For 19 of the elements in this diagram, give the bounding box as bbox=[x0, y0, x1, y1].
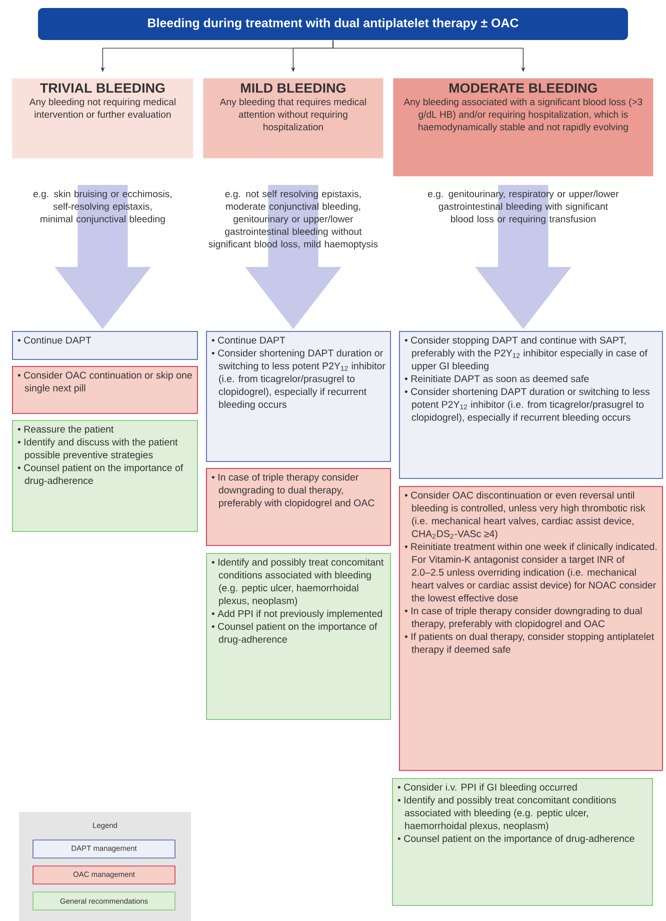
recommendation-box: • Consider OAC continuation or skip one single next pill bbox=[12, 366, 198, 414]
recommendation-box: • In case of triple therapy consider downgrading to dual therapy, preferably with clopidogrel and OAC bbox=[206, 468, 391, 546]
recommendation-box: • Consider i.v. PPI if GI bleeding occurred • Identify and possibly treat concomitant conditions associated with bleeding (e.g. peptic ulcer, haemorrhoidal plexus, neoplasm) • Counsel patient on the importance of drug-adherence bbox=[392, 778, 653, 906]
category-box: MODERATE BLEEDING Any bleeding associated with a significant blood loss (>3 g/dL HB) and/or requiring hospitalization, which is haemodynamically stable and not rapidly evolving bbox=[393, 78, 654, 176]
block-arrow bbox=[245, 184, 342, 330]
recommendation-box: • Reassure the patient • Identify and discuss with the patient possible preventive strategies • Counsel patient on the importance of drug-adherence bbox=[12, 420, 198, 532]
recommendation-box: • Consider stopping DAPT and continue with SAPT, preferably with the P2Y$_{12}$ inhibitor especially in case of upper GI bleeding • Reinitiate DAPT as soon as deemed safe • Consider shortening DAPT duration or switching to less potent P2Y$_{12}$ inhibitor (i.e. from ticagrelor/prasugrel to clopidogrel), especially if recurrent bleeding occurs bbox=[399, 331, 663, 479]
category-box: TRIVIAL BLEEDING Any bleeding not requiring medical intervention or further evaluation bbox=[12, 78, 194, 158]
block-arrow bbox=[54, 184, 151, 330]
title-banner: Bleeding during treatment with dual antiplatelet therapy ± OAC bbox=[38, 8, 628, 40]
recommendation-box: • Continue DAPT bbox=[12, 331, 198, 360]
arrow-caption: e.g. genitourinary, respiratory or upper/lower gastrointestinal bleeding with significant blood loss or requiring transfusion bbox=[428, 190, 619, 224]
recommendation-box: • Continue DAPT • Consider shortening DAPT duration or switching to less potent P2Y$_{12}$ inhibitor (i.e. from ticagrelor/prasugrel to clopidogrel), especially if recurrent bleeding occurs bbox=[206, 331, 391, 462]
block-arrow bbox=[475, 184, 572, 330]
arrow-caption: e.g. skin bruising or ecchimosis, self-resolving epistaxis, minimal conjunctival bleeding bbox=[33, 190, 172, 224]
recommendation-box: • Consider OAC discontinuation or even reversal until bleeding is controlled, unless very high thrombotic risk (i.e. mechanical heart valves, cardiac assist device, CHA$_{2}$DS$_{2}$-VASc ≥4) • Reinitiate treatment within one week if clinically indicated. For Vitamin-K antagonist consider a target INR of 2.0–2.5 unless overriding indication (i.e. mechanical heart valves or cardiac assist device) for NOAC consider the lowest effective dose • In case of triple therapy consider downgrading to dual therapy, preferably with clopidogrel and OAC • If patients on dual therapy, consider stopping antiplatelet therapy if deemed safe bbox=[399, 486, 663, 771]
category-box: MILD BLEEDING Any bleeding that requires medical attention without requiring hospitalization bbox=[203, 78, 384, 158]
recommendation-box: • Identify and possibly treat concomitant conditions associated with bleeding (e.g. peptic ulcer, haemorrhoidal plexus, neoplasm) • Add PPI if not previously implemented • Counsel patient on the importance of drug-adherence bbox=[206, 553, 391, 720]
arrow-caption: e.g. not self resolving epistaxis, moderate conjunctival bleeding, genitourinary or upper/lower gastrointestinal bleeding without significant blood loss, mild haemoptysis bbox=[208, 190, 378, 250]
